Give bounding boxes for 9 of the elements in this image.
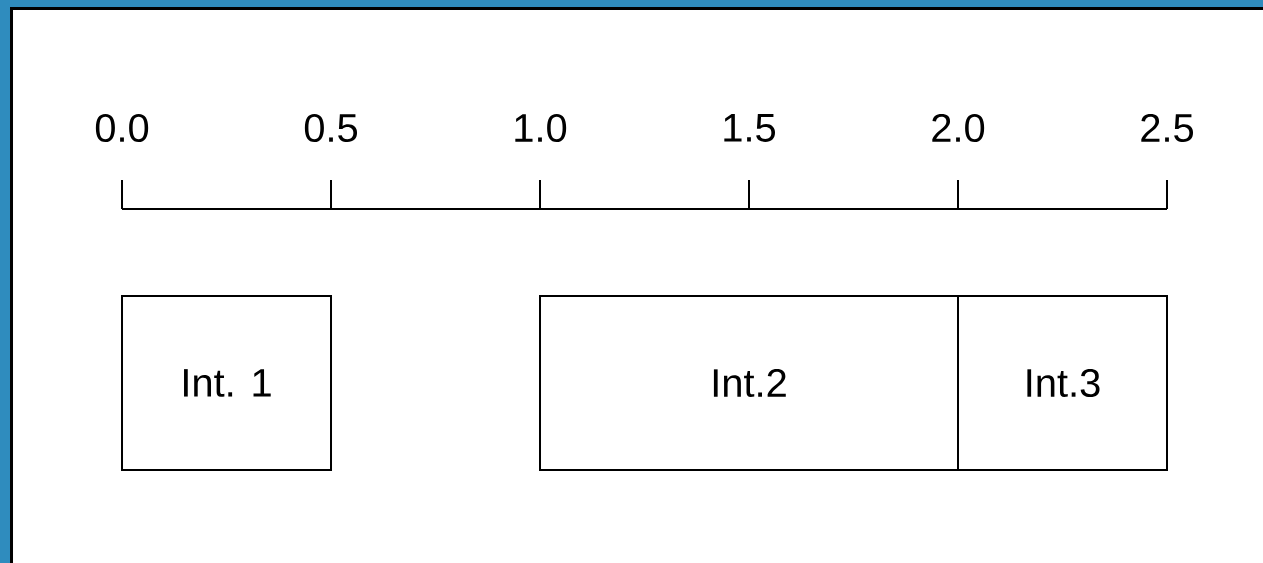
tick-label: 2.0: [932, 113, 985, 143]
tick-label: 0.0: [95, 113, 149, 143]
interval-box: Int. 1: [121, 295, 332, 471]
tick-label: 2.5: [1141, 113, 1193, 143]
tick-label: 1.0: [515, 113, 567, 143]
tick-label: 0.5: [304, 113, 358, 143]
tick-label: 1.5: [724, 114, 776, 142]
interval-box: Int.2: [539, 295, 959, 471]
interval-box: Int.3: [957, 295, 1168, 471]
